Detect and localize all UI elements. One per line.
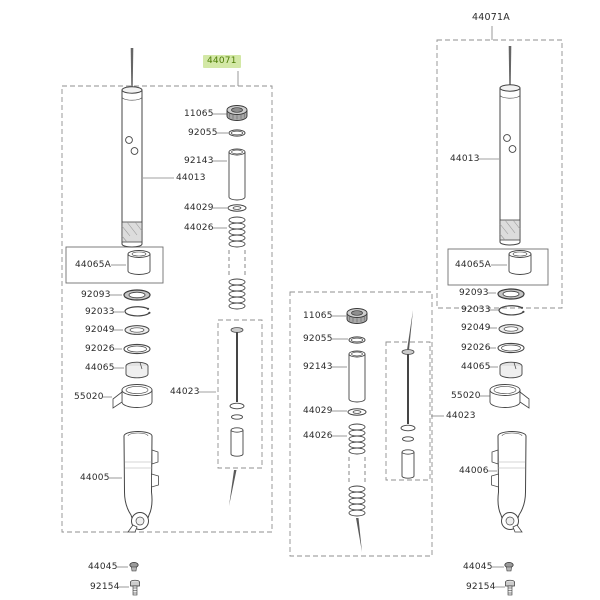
spring-seat-drawing-right: [347, 408, 367, 416]
part-label-right-11065[interactable]: 11065: [303, 311, 333, 321]
part-label-right-92143[interactable]: 92143: [303, 362, 333, 372]
bleed-screw-drawing-right: [505, 579, 515, 596]
damper-rod-drawing-right: [400, 348, 416, 480]
left-leader-lines: [102, 71, 239, 588]
part-label-right-44026[interactable]: 44026: [303, 431, 333, 441]
right-column-boundary-box: [289, 291, 433, 557]
part-label-left-92055[interactable]: 92055: [188, 128, 218, 138]
right-assembly-drawing: [289, 26, 563, 596]
part-label-right-92049[interactable]: 92049: [461, 323, 491, 333]
snap-ring-drawing-left: [124, 306, 152, 317]
left-assembly-boundary-box: [61, 85, 273, 533]
oil-seal-drawing-right: [497, 288, 525, 300]
left-assembly-drawing: [61, 47, 273, 596]
part-label-right-44065[interactable]: 44065: [461, 362, 491, 372]
o-ring-drawing-left: [228, 129, 246, 137]
part-label-right-44029[interactable]: 44029: [303, 406, 333, 416]
right-damper-rod-box: [385, 341, 431, 481]
part-label-left-44065[interactable]: 44065: [85, 363, 115, 373]
part-label-left-44045[interactable]: 44045: [88, 562, 118, 572]
part-label-left-92093[interactable]: 92093: [81, 290, 111, 300]
part-label-right-44023[interactable]: 44023: [446, 411, 476, 421]
bolt-drawing-right: [504, 562, 514, 572]
part-label-left-92026[interactable]: 92026: [85, 344, 115, 354]
fork-spring-drawing-left: [229, 217, 245, 309]
bushing-drawing-left: [125, 361, 149, 379]
dust-seal-drawing-left: [124, 325, 150, 335]
right-leader-lines: [332, 26, 507, 588]
ring-drawing-left: [123, 343, 151, 355]
part-label-left-92049[interactable]: 92049: [85, 325, 115, 335]
bolt-drawing-left: [129, 562, 139, 572]
spring-seat-drawing-left: [227, 204, 247, 212]
fork-guard-drawing-right: [489, 384, 530, 409]
fork-spring-drawing-right: [349, 424, 365, 516]
part-label-right-55020[interactable]: 55020: [451, 391, 481, 401]
guide-bushing-drawing-right: [508, 250, 532, 275]
part-label-left-11065[interactable]: 11065: [184, 109, 214, 119]
right-tube-boundary-box: [436, 39, 563, 309]
bushing-drawing-right: [499, 361, 523, 379]
part-label-left-44029[interactable]: 44029: [184, 203, 214, 213]
part-label-right-92033[interactable]: 92033: [461, 305, 491, 315]
outer-tube-drawing-left: [123, 431, 159, 533]
ring-drawing-right: [497, 342, 525, 354]
assembly-label-44071[interactable]: 44071: [203, 55, 241, 68]
pointer-needle-up-right: [407, 310, 413, 350]
part-label-right-92055[interactable]: 92055: [303, 334, 333, 344]
part-label-right-92093[interactable]: 92093: [459, 288, 489, 298]
oil-seal-drawing-left: [123, 289, 151, 301]
part-label-left-92033[interactable]: 92033: [85, 307, 115, 317]
part-label-left-44065A[interactable]: 44065A: [75, 260, 111, 270]
part-label-right-44065A[interactable]: 44065A: [455, 260, 491, 270]
dust-seal-drawing-right: [498, 324, 524, 334]
part-label-right-92154[interactable]: 92154: [466, 582, 496, 592]
assembly-label-44071A[interactable]: 44071A: [472, 12, 510, 23]
guide-bushing-drawing-left: [127, 250, 151, 275]
fork-cap-drawing-left: [226, 105, 248, 121]
part-label-left-92154[interactable]: 92154: [90, 582, 120, 592]
snap-ring-drawing-right: [498, 305, 526, 316]
spacer-collar-drawing-right: [348, 350, 366, 403]
fork-guard-drawing-left: [112, 384, 153, 409]
part-label-left-44026[interactable]: 44026: [184, 223, 214, 233]
outer-tube-drawing-right: [491, 431, 527, 533]
damper-rod-drawing-left: [229, 326, 245, 458]
inner-tube-drawing-left: [121, 47, 143, 248]
part-label-left-44005[interactable]: 44005: [80, 473, 110, 483]
fork-cap-drawing-right: [346, 308, 368, 324]
part-label-left-92143[interactable]: 92143: [184, 156, 214, 166]
right-bushing-box: [447, 248, 549, 286]
part-label-left-55020[interactable]: 55020: [74, 392, 104, 402]
pointer-needle-down-right: [356, 518, 362, 552]
part-label-right-44045[interactable]: 44045: [463, 562, 493, 572]
part-label-left-44023[interactable]: 44023: [170, 387, 200, 397]
part-label-right-44006[interactable]: 44006: [459, 466, 489, 476]
part-label-right-92026[interactable]: 92026: [461, 343, 491, 353]
part-label-right-44013[interactable]: 44013: [450, 154, 480, 164]
inner-tube-drawing-right: [499, 45, 521, 246]
o-ring-drawing-right: [348, 336, 366, 344]
part-label-left-44013[interactable]: 44013: [176, 173, 206, 183]
left-bushing-box: [65, 246, 164, 284]
bleed-screw-drawing-left: [130, 579, 140, 596]
pointer-needle-down-left: [229, 470, 237, 506]
spacer-collar-drawing-left: [228, 148, 246, 201]
